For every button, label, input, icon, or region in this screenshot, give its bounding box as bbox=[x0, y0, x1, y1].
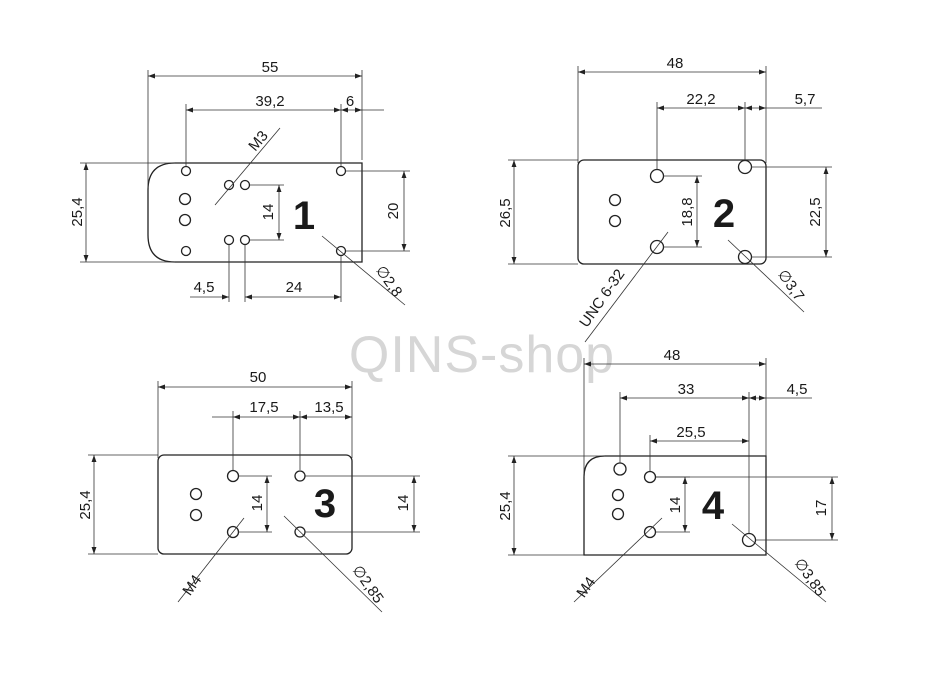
plate-3-dim-inner-spacing: 14 bbox=[249, 495, 266, 512]
plate-1-dim-thread-spacing: 14 bbox=[260, 204, 277, 221]
plate-3-dim-right-offset: 13,5 bbox=[314, 399, 343, 416]
plate-2-dim-inner-spacing: 18,8 bbox=[679, 197, 696, 226]
plate-4-outline bbox=[583, 455, 767, 556]
plate-2-dim-hole-span: 22,2 bbox=[686, 91, 715, 108]
plate-3-hole bbox=[189, 487, 203, 501]
plate-3-dim-height: 25,4 bbox=[77, 490, 94, 519]
plate-4-hole bbox=[611, 488, 625, 502]
plate-1-dim-bottom-span: 24 bbox=[286, 279, 303, 296]
plate-3-thread-hole bbox=[226, 469, 240, 483]
plate-2-hole bbox=[608, 193, 622, 207]
plate-1-number: 1 bbox=[293, 194, 315, 238]
plate-1-dim-right-offset: 6 bbox=[346, 93, 354, 110]
plate-2: 48 22,2 5,7 26,5 18,8 2 22,5 UNC 6-32 ∅3… bbox=[497, 55, 832, 343]
plate-2-pin-hole bbox=[737, 249, 753, 265]
plate-4-dim-outer-span: 33 bbox=[678, 381, 695, 398]
plate-1-hole bbox=[180, 245, 192, 257]
plate-2-hole bbox=[608, 214, 622, 228]
plate-3-number: 3 bbox=[314, 482, 336, 526]
plate-4-pin-hole bbox=[741, 532, 757, 548]
plate-1-thread-label: M3 bbox=[245, 128, 271, 155]
plate-4-dim-total-width: 48 bbox=[664, 347, 681, 364]
plate-1-thread-hole bbox=[239, 179, 251, 191]
plate-1-thread-hole bbox=[223, 179, 235, 191]
plate-1-dim-right-spacing: 20 bbox=[385, 203, 402, 220]
plate-2-number: 2 bbox=[713, 192, 735, 236]
plate-1-thread-hole bbox=[239, 234, 251, 246]
plate-2-pin-hole bbox=[737, 159, 753, 175]
watermark-text: QINS-shop bbox=[349, 326, 615, 384]
plate-1-thread-hole bbox=[223, 234, 235, 246]
plate-4-thread-hole bbox=[643, 525, 657, 539]
plate-4-hole bbox=[611, 507, 625, 521]
plate-4-dim-right-spacing: 17 bbox=[813, 500, 830, 517]
plate-1-dim-total-width: 55 bbox=[262, 59, 279, 76]
plate-2-thread-label: UNC 6-32 bbox=[576, 266, 628, 330]
plate-3-hole bbox=[189, 508, 203, 522]
plate-2-dim-right-spacing: 22,5 bbox=[807, 197, 824, 226]
plate-2-dim-total-width: 48 bbox=[667, 55, 684, 72]
plate-4-dim-inner-spacing: 14 bbox=[667, 497, 684, 514]
plate-1-hole bbox=[178, 213, 192, 227]
plate-2-dim-height: 26,5 bbox=[497, 198, 514, 227]
plate-2-thread-hole bbox=[649, 168, 665, 184]
plate-3-pin-hole bbox=[294, 470, 306, 482]
plate-4-thread-hole bbox=[643, 470, 657, 484]
plate-1-hole bbox=[180, 165, 192, 177]
plate-3-outline bbox=[157, 454, 353, 555]
plate-3-dim-right-spacing: 14 bbox=[395, 495, 412, 512]
plate-1: 55 39,2 6 25,4 14 1 20 4,5 24 bbox=[69, 59, 410, 306]
plate-2-dim-right-offset: 5,7 bbox=[795, 91, 816, 108]
plate-3: 50 17,5 13,5 25,4 14 3 14 M4 ∅2,85 bbox=[77, 369, 420, 613]
plate-1-dim-hole-span: 39,2 bbox=[255, 93, 284, 110]
plate-1-dim-small-offset: 4,5 bbox=[194, 279, 215, 296]
plate-4-thread-label: M4 bbox=[573, 574, 599, 601]
plate-4: 48 33 4,5 25,5 25,4 14 4 17 M4 bbox=[497, 347, 838, 603]
plate-1-hole bbox=[178, 192, 192, 206]
plate-4-hole bbox=[613, 462, 627, 476]
plate-3-dim-hole-span: 17,5 bbox=[249, 399, 278, 416]
plate-4-dim-height: 25,4 bbox=[497, 491, 514, 520]
plate-3-dim-total-width: 50 bbox=[250, 369, 267, 386]
plate-2-outline bbox=[577, 159, 767, 265]
plate-1-dim-height: 25,4 bbox=[69, 197, 86, 226]
plate-2-diameter-label: ∅3,7 bbox=[774, 267, 807, 305]
plate-1-pin-hole bbox=[335, 165, 347, 177]
plate-4-dim-right-offset: 4,5 bbox=[787, 381, 808, 398]
plate-4-dim-inner-span: 25,5 bbox=[676, 424, 705, 441]
plate-4-number: 4 bbox=[702, 484, 725, 528]
plate-1-outline bbox=[147, 162, 363, 263]
